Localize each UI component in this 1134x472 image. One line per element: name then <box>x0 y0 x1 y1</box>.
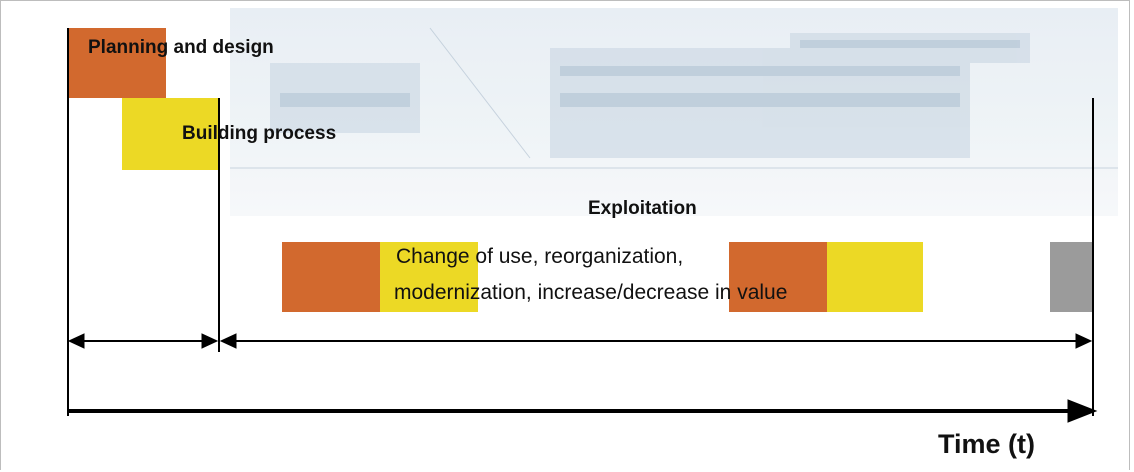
change-label-line-2: modernization, increase/decrease in valu… <box>394 281 788 304</box>
change-block-orange-2 <box>729 242 827 312</box>
exploitation-phase-arrow <box>219 333 1093 349</box>
planning-block <box>68 28 166 98</box>
exploitation-label: Exploitation <box>588 198 697 219</box>
change-label-line-1: Change of use, reorganization, <box>396 245 684 268</box>
change-block-orange-1 <box>282 242 380 312</box>
construction-phase-arrow <box>67 333 219 349</box>
time-axis-label: Time (t) <box>938 429 1036 459</box>
change-block-yellow-2 <box>827 242 923 312</box>
end-of-life-block-gray <box>1050 242 1094 312</box>
building-end-boundary-line <box>218 98 220 352</box>
end-boundary-line <box>1092 98 1094 416</box>
building-photo-shapes <box>230 27 1118 169</box>
building-block <box>122 98 220 170</box>
start-boundary-line <box>67 28 69 416</box>
change-block-yellow-1 <box>380 242 478 312</box>
building-label: Building process <box>182 123 337 144</box>
building-photo-background <box>230 8 1118 216</box>
time-axis-arrow <box>67 399 1098 423</box>
planning-label: Planning and design <box>88 37 274 58</box>
